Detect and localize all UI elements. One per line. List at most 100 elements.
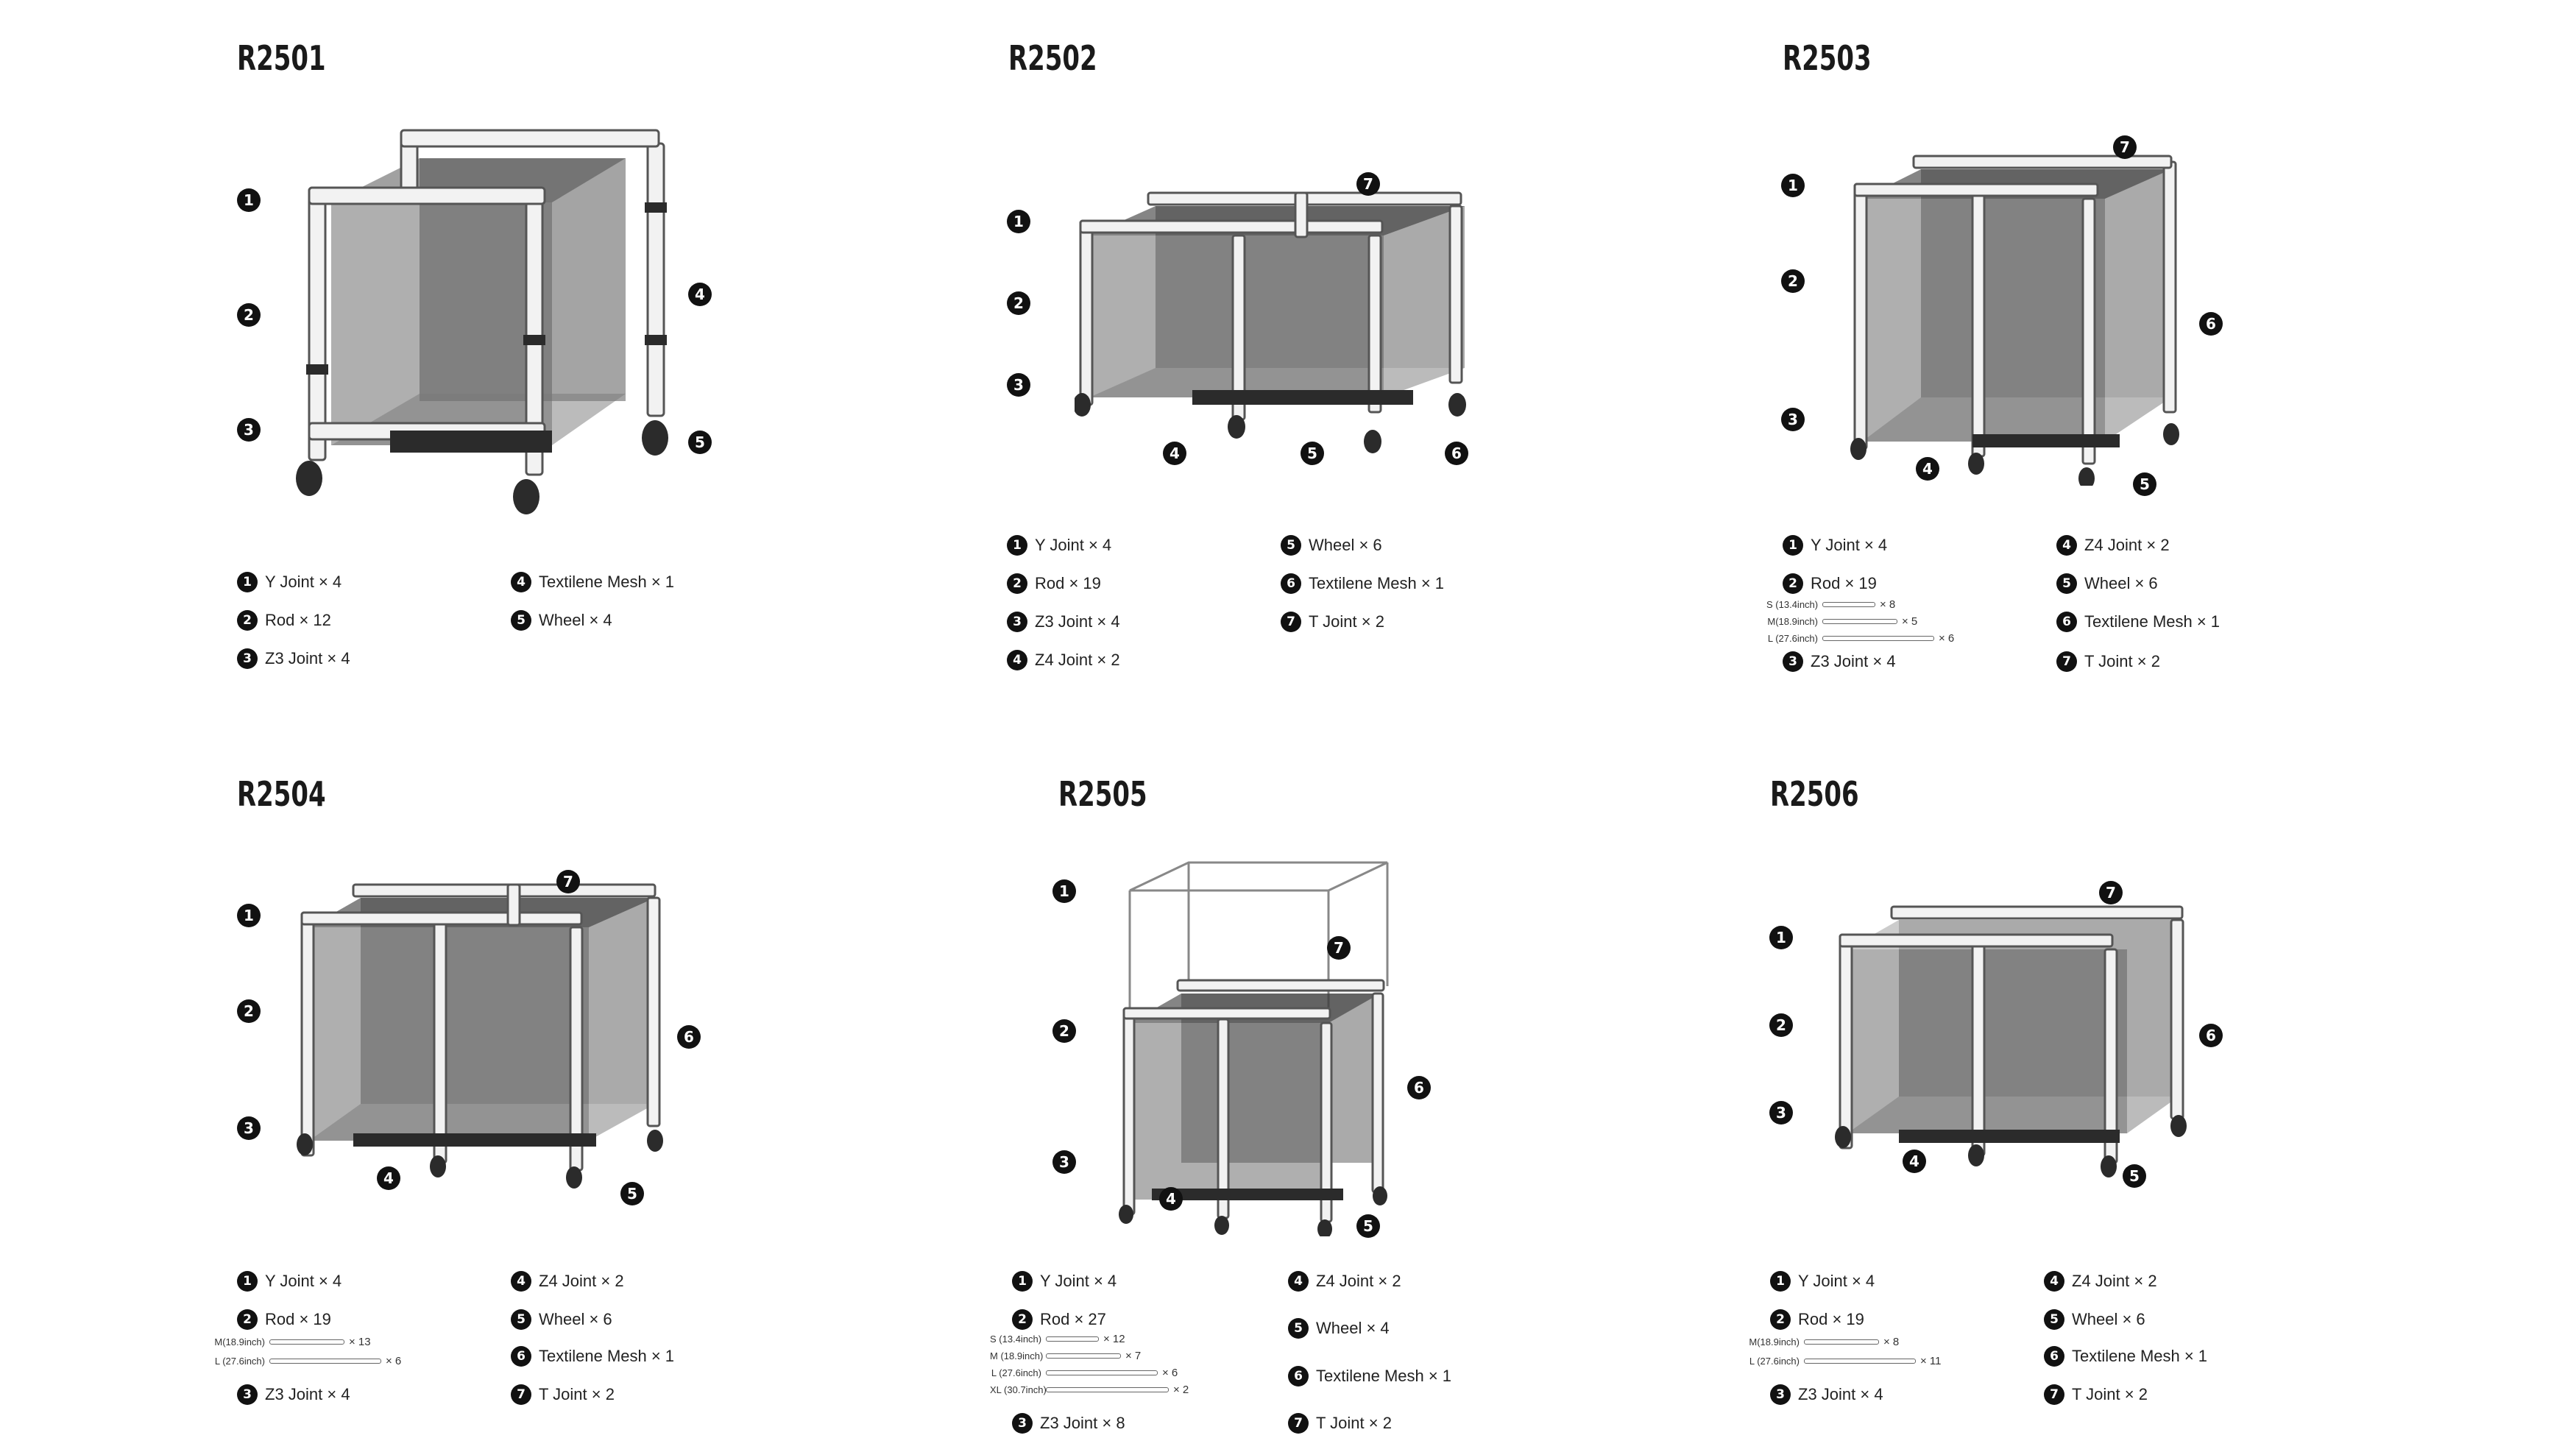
callout-3: 3 (1781, 408, 1805, 431)
callout-2: 2 (1769, 1013, 1793, 1037)
callout-1: 1 (237, 904, 261, 927)
model-title: R2506 (1770, 774, 1859, 814)
callout-7: 7 (1327, 936, 1351, 960)
rod-size-m: M (18.9inch)× 7 (990, 1350, 1142, 1362)
callout-6: 6 (2199, 1024, 2223, 1047)
callout-7: 7 (1356, 172, 1380, 196)
cart-illustration (296, 129, 668, 514)
callout-4: 4 (1916, 457, 1939, 481)
callout-7: 7 (556, 870, 580, 893)
callout-1: 1 (237, 188, 261, 212)
rod-size-l: L (27.6inch)× 6 (214, 1355, 402, 1367)
callout-6: 6 (1407, 1076, 1431, 1099)
callout-1: 1 (1007, 210, 1030, 233)
model-title: R2501 (237, 38, 326, 78)
callout-6: 6 (2199, 312, 2223, 336)
callout-5: 5 (620, 1182, 644, 1205)
cart-illustration (1119, 861, 1389, 1236)
rod-size-s: S (13.4inch)× 8 (1766, 598, 1896, 611)
callout-1: 1 (1781, 174, 1805, 197)
rod-size-s: S (13.4inch)× 12 (990, 1333, 1125, 1345)
rod-size-l: L (27.6inch)× 11 (1749, 1355, 1942, 1367)
callout-5: 5 (1356, 1214, 1380, 1238)
rod-size-m: M(18.9inch)× 13 (214, 1336, 371, 1348)
callout-2: 2 (237, 999, 261, 1023)
callout-5: 5 (2123, 1164, 2146, 1188)
rod-size-m: M(18.9inch)× 8 (1749, 1336, 1900, 1348)
rod-size-l: L (27.6inch)× 6 (1767, 632, 1955, 645)
callout-4: 4 (1159, 1187, 1183, 1211)
rod-size-l: L (27.6inch)× 6 (991, 1367, 1178, 1379)
callout-3: 3 (1007, 373, 1030, 397)
callout-2: 2 (1781, 269, 1805, 293)
cart-illustration (1850, 155, 2179, 486)
callout-2: 2 (237, 303, 261, 327)
callout-4: 4 (1163, 442, 1186, 465)
rod-size-m: M(18.9inch)× 5 (1767, 615, 1918, 628)
callout-5: 5 (1301, 442, 1324, 465)
cart-illustration (297, 883, 663, 1189)
callout-4: 4 (377, 1166, 400, 1190)
callout-7: 7 (2099, 881, 2123, 904)
model-title: R2505 (1058, 774, 1147, 814)
callout-3: 3 (1052, 1150, 1076, 1174)
model-title: R2503 (1783, 38, 1872, 78)
callout-2: 2 (1007, 291, 1030, 315)
callout-4: 4 (688, 283, 712, 306)
callout-7: 7 (2113, 135, 2137, 159)
callout-2: 2 (1052, 1019, 1076, 1043)
model-title: R2502 (1008, 38, 1097, 78)
callout-3: 3 (237, 418, 261, 442)
callout-4: 4 (1903, 1150, 1926, 1173)
callout-3: 3 (237, 1116, 261, 1140)
cart-illustration (1835, 905, 2187, 1177)
callout-3: 3 (1769, 1101, 1793, 1125)
callout-5: 5 (2133, 472, 2156, 496)
callout-6: 6 (677, 1025, 701, 1049)
callout-1: 1 (1052, 879, 1076, 903)
rod-size-xl: XL (30.7inch)× 2 (990, 1384, 1189, 1396)
cart-illustration (1075, 191, 1466, 453)
callout-1: 1 (1769, 926, 1793, 949)
callout-6: 6 (1445, 442, 1468, 465)
callout-5: 5 (688, 431, 712, 454)
